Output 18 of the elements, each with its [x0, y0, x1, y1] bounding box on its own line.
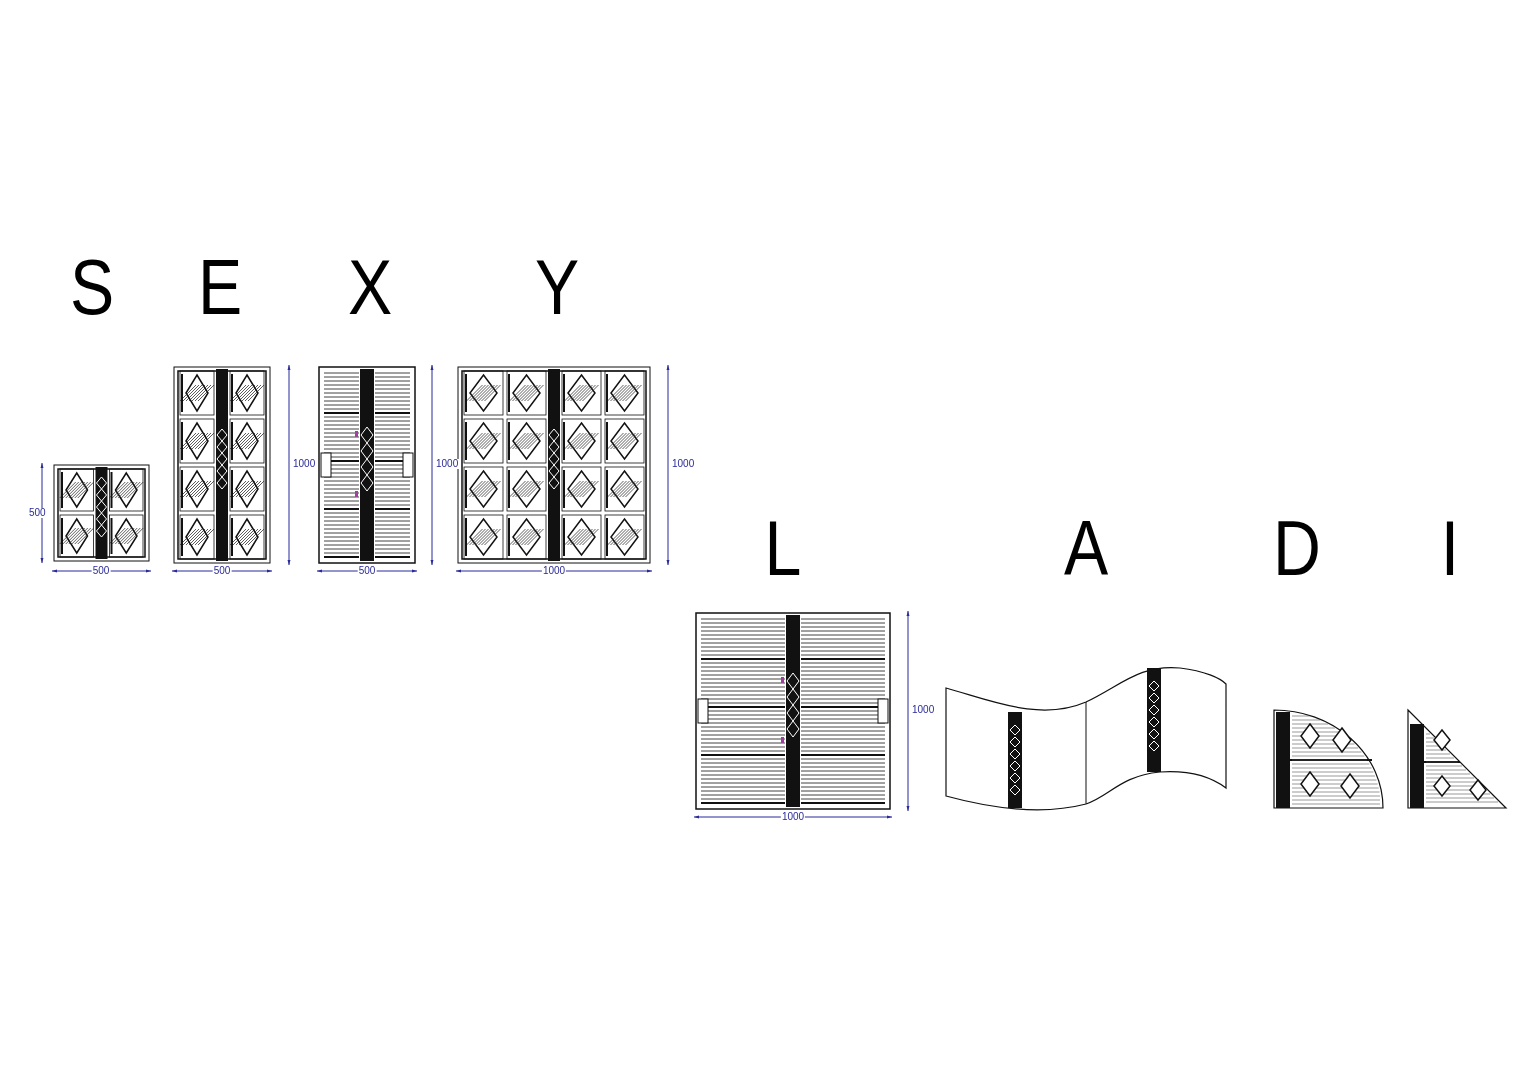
type-letter: Y [534, 248, 580, 326]
dimension-value: 1000 [292, 459, 317, 469]
type-letter: A [1063, 509, 1109, 587]
dimension-value: 1000 [541, 566, 567, 576]
type-letter: D [1273, 509, 1321, 587]
type-letter: L [764, 509, 802, 587]
type-letter: I [1440, 509, 1460, 587]
dimension-value: 500 [91, 566, 111, 576]
dimension-value: 500 [357, 566, 377, 576]
type-letter: E [197, 248, 243, 326]
dimension-value: 500 [212, 566, 232, 576]
dimension-value: 1000 [671, 459, 696, 469]
dimension-value: 1000 [435, 459, 460, 469]
type-letter: X [347, 248, 393, 326]
dimension-value: 500 [28, 508, 47, 518]
type-letter: S [69, 248, 115, 326]
dimension-value: 1000 [780, 812, 806, 822]
dimension-value: 1000 [911, 705, 936, 715]
